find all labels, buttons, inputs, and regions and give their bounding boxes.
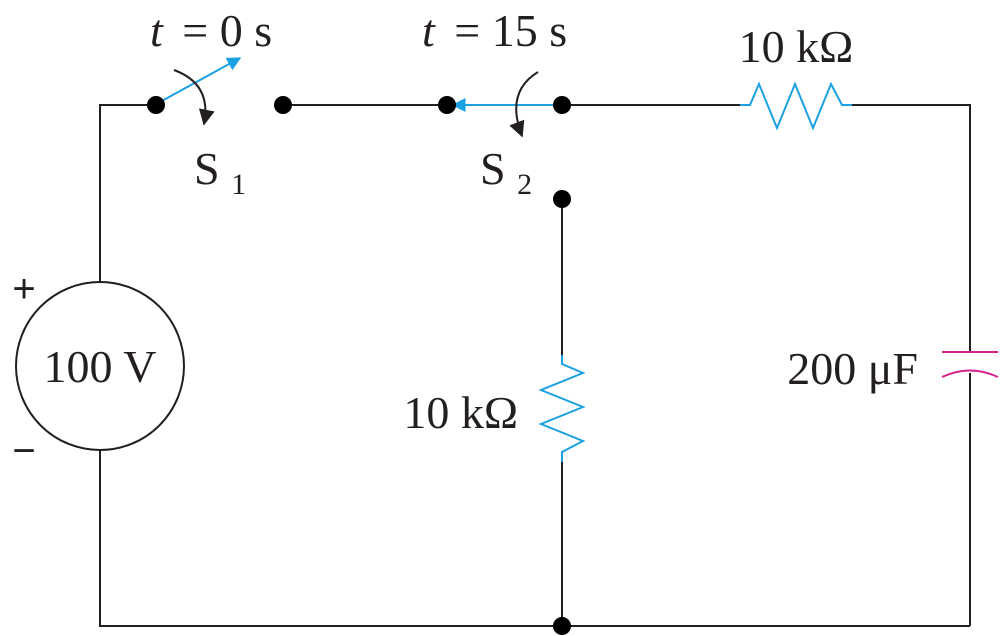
switch-s2-time-var: t (422, 5, 436, 56)
node-s2-pivot (553, 96, 571, 114)
wire-bottom (99, 450, 970, 627)
switch-s1: t = 0 s S 1 (150, 5, 272, 201)
capacitor-label: 200 μF (787, 343, 918, 394)
resistor-series-zigzag (740, 81, 852, 131)
switch-s2-name: S (480, 143, 506, 194)
wires (99, 104, 971, 627)
node-s1-contact (274, 96, 292, 114)
switch-s2-subscript: 2 (517, 168, 532, 201)
node-s2-contact-down (553, 190, 571, 208)
switch-s1-time-value: = 0 s (182, 5, 272, 56)
resistor-series-label: 10 kΩ (739, 21, 854, 72)
capacitor: 200 μF (787, 343, 999, 394)
switch-s1-label: S 1 (194, 143, 246, 201)
node-s2-contact-left (438, 96, 456, 114)
voltage-source-circle (15, 281, 185, 451)
switch-s2-label: S 2 (480, 143, 532, 201)
switch-s2-motion-arrow (509, 71, 539, 138)
switch-s1-blade (159, 57, 242, 103)
capacitor-plate-bottom (941, 369, 999, 378)
switch-s1-motion-arrow (173, 69, 215, 126)
switch-s1-subscript: 1 (231, 168, 246, 201)
switch-s2-time-label: t = 15 s (422, 5, 567, 56)
voltage-source-label: 100 V (44, 341, 157, 392)
node-bottom-junction (553, 617, 571, 635)
minus-sign: − (12, 429, 35, 473)
wire-right (852, 104, 971, 352)
switch-s2-time-value: = 15 s (454, 5, 567, 56)
voltage-source: 100 V + − (12, 267, 185, 473)
node-s1-pivot (147, 96, 165, 114)
resistor-shunt-zigzag (538, 355, 586, 462)
resistor-shunt: 10 kΩ (403, 355, 586, 462)
plus-sign: + (12, 267, 35, 311)
wire-left-top (99, 104, 156, 282)
switch-s2: t = 15 s S 2 (422, 5, 567, 201)
resistor-series: 10 kΩ (739, 21, 854, 131)
nodes (147, 96, 571, 635)
switch-s1-time-label: t = 0 s (150, 5, 272, 56)
switch-s1-name: S (194, 143, 220, 194)
resistor-shunt-label: 10 kΩ (403, 387, 518, 438)
switch-s1-time-var: t (150, 5, 164, 56)
